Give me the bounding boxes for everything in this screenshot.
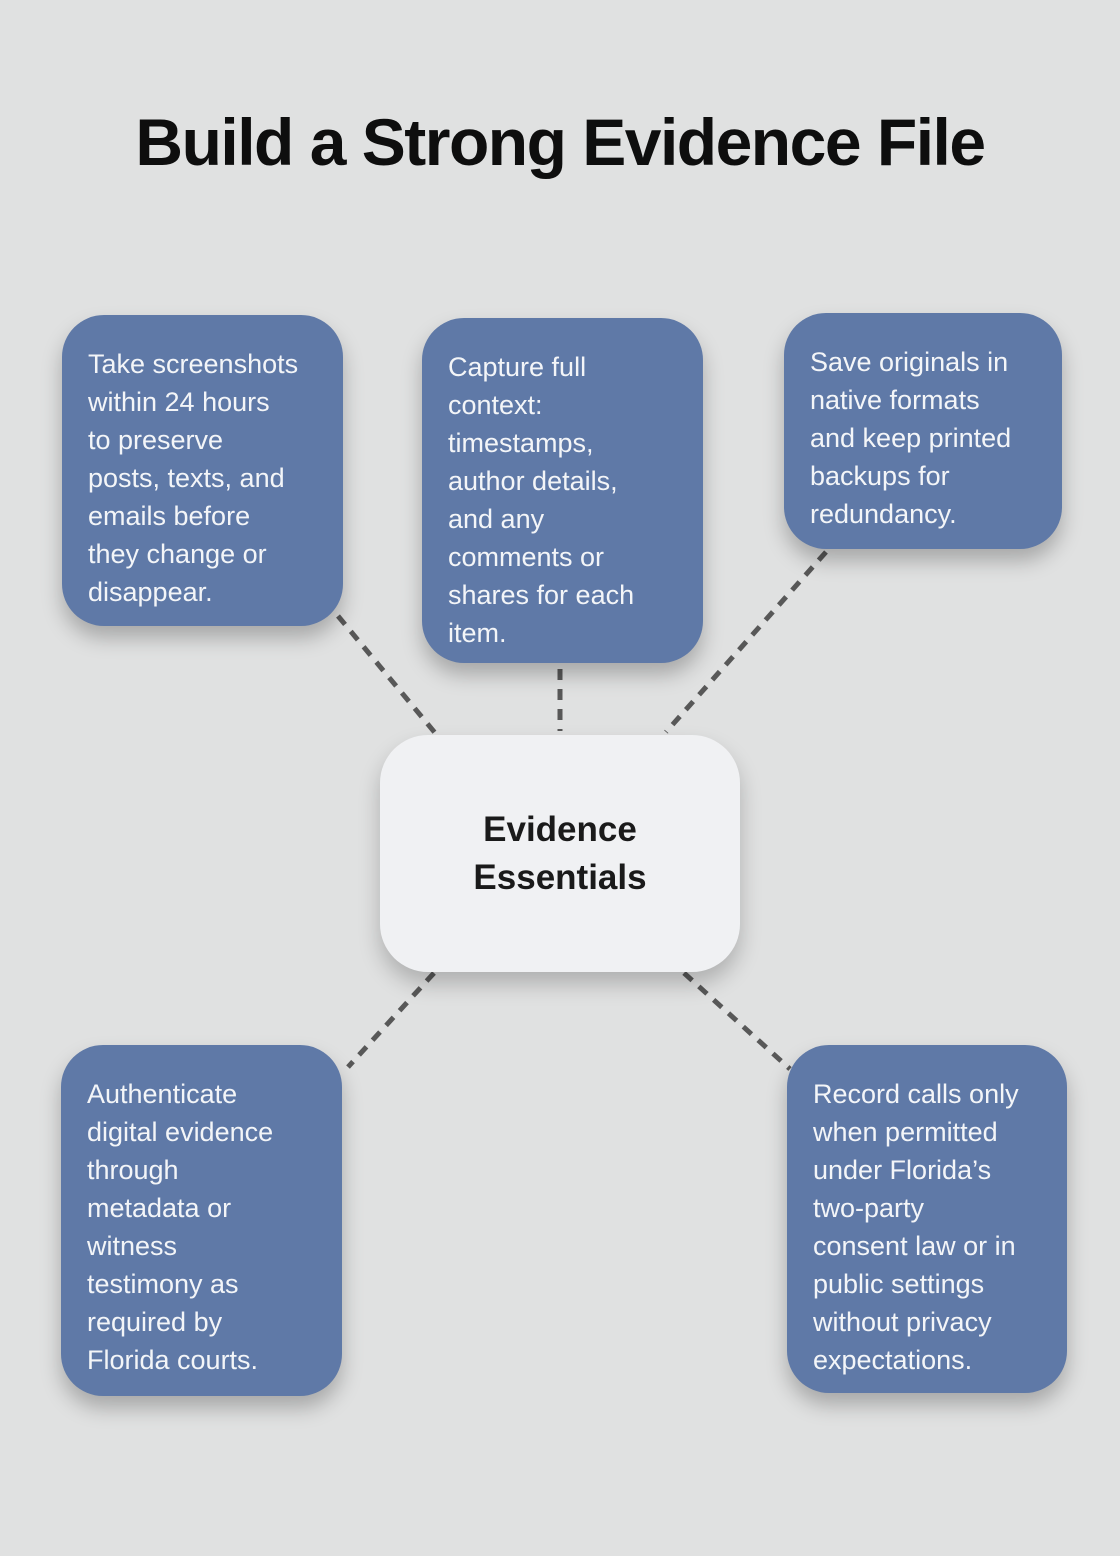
center-node-evidence-essentials: Evidence Essentials xyxy=(380,735,740,972)
node-capture-context: Capture full context: timestamps, author… xyxy=(422,318,703,663)
node-take-screenshots: Take screenshots within 24 hours to pres… xyxy=(62,315,343,626)
connector-top-left-to-center xyxy=(336,614,438,736)
connector-center-to-bottom-right xyxy=(682,971,792,1071)
connector-center-to-bottom-left xyxy=(346,971,436,1069)
page-title: Build a Strong Evidence File xyxy=(135,105,986,179)
node-save-originals: Save originals in native formats and kee… xyxy=(784,313,1062,549)
node-authenticate-evidence: Authenticate digital evidence through me… xyxy=(61,1045,342,1396)
connector-top-right-to-center xyxy=(664,550,828,734)
node-record-calls: Record calls only when permitted under F… xyxy=(787,1045,1067,1393)
